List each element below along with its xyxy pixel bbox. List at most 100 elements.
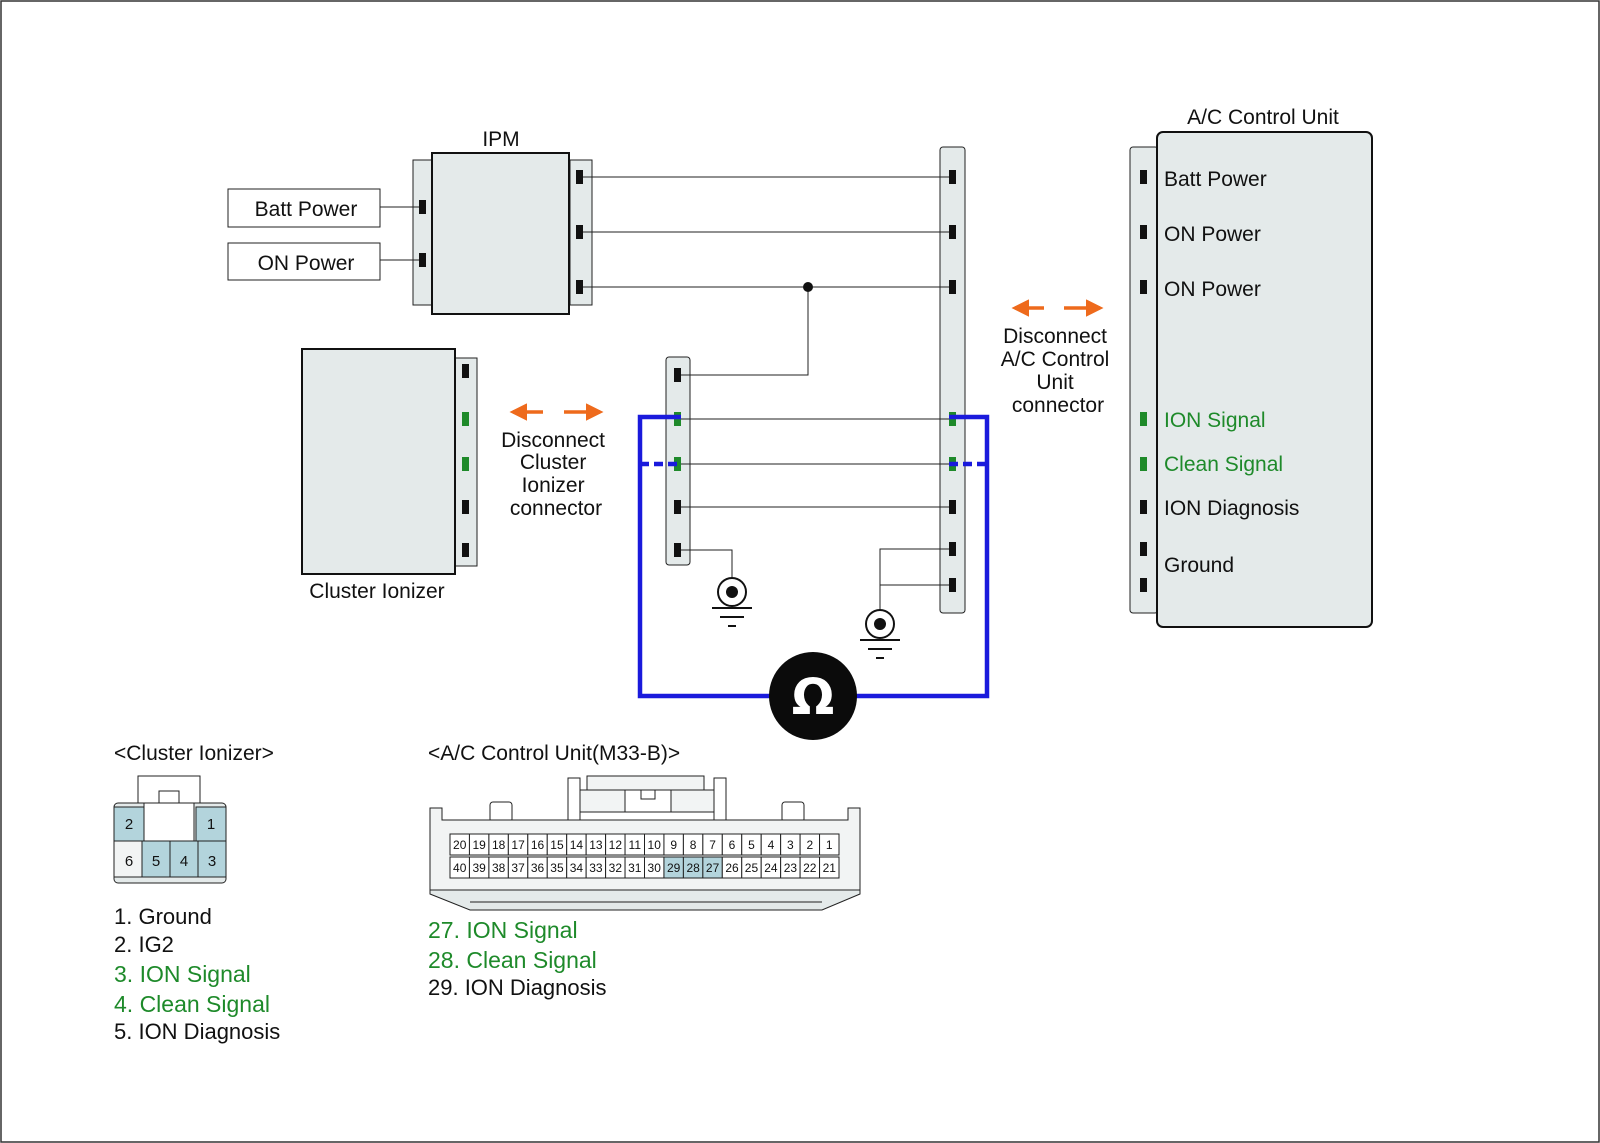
legend-item: 2. IG2 xyxy=(114,932,174,957)
ground-symbol xyxy=(712,577,752,627)
ipm-pin xyxy=(419,253,426,267)
ipm-pin xyxy=(576,280,583,294)
acu-connector-pin-number: 38 xyxy=(492,861,506,875)
cluster-pin xyxy=(462,543,469,557)
ipm-pin xyxy=(576,225,583,239)
acu-connector-title: <A/C Control Unit(M33-B)> xyxy=(428,742,680,765)
acu-connector-pin-number: 3 xyxy=(787,838,794,852)
acu-connector-pin-number: 29 xyxy=(667,861,681,875)
ground-symbol xyxy=(860,609,900,659)
acu-connector-pin-number: 35 xyxy=(550,861,564,875)
acu-connector-pin-number: 5 xyxy=(748,838,755,852)
ohm-symbol: Ω xyxy=(792,668,835,726)
cluster-connector-title: <Cluster Ionizer> xyxy=(114,742,274,765)
cluster-pin xyxy=(462,364,469,378)
acu-connector-pin-number: 26 xyxy=(725,861,739,875)
wires xyxy=(583,176,949,610)
acu-connector-pin-number: 24 xyxy=(764,861,778,875)
disconnect-cluster-indicator: Disconnect Cluster Ionizer connector xyxy=(501,403,611,520)
acu-connector-pin-number: 12 xyxy=(609,838,623,852)
cluster-pin xyxy=(462,412,469,426)
acu-pin-label: ION Diagnosis xyxy=(1164,497,1299,520)
cluster-pin-number: 2 xyxy=(125,816,133,833)
cluster-pin-number: 1 xyxy=(207,816,215,833)
batt-power-box: Batt Power xyxy=(227,188,419,228)
acu-connector-pin-number: 34 xyxy=(570,861,584,875)
acu-connector-pin-number: 11 xyxy=(629,838,642,852)
harness-pin xyxy=(949,542,956,556)
acu-pin-label: Ground xyxy=(1164,554,1234,577)
cluster-ionizer-label: Cluster Ionizer xyxy=(309,580,444,603)
ohmmeter: Ω xyxy=(769,652,857,740)
acu-pin-legend: 27. ION Signal 28. Clean Signal 29. ION … xyxy=(428,917,607,1000)
disconnect-cluster-line: connector xyxy=(510,497,602,520)
cluster-pin xyxy=(462,457,469,471)
acu-connector-pin-number: 31 xyxy=(628,861,642,875)
acu-connector-pin-number: 1 xyxy=(826,838,833,852)
acu-connector-pin-number: 14 xyxy=(570,838,584,852)
acu-connector-pin-number: 39 xyxy=(473,861,487,875)
legend-item: 29. ION Diagnosis xyxy=(428,975,607,1000)
legend-item: 1. Ground xyxy=(114,904,212,929)
acu-connector-pin-number: 30 xyxy=(648,861,662,875)
cluster-pin-number: 5 xyxy=(152,853,160,870)
cluster-pin-number: 6 xyxy=(125,853,133,870)
harness-pin xyxy=(674,457,681,471)
acu-connector-pin-number: 10 xyxy=(648,838,662,852)
disconnect-acu-line: connector xyxy=(1012,394,1104,417)
acu-pin xyxy=(1140,578,1147,592)
acu-pin xyxy=(1140,457,1147,471)
ipm-label: IPM xyxy=(482,128,519,151)
harness-pin xyxy=(949,170,956,184)
cluster-pin-number: 4 xyxy=(180,853,188,870)
cluster-connector-face: <Cluster Ionizer> 2 1 6 5 4 3 xyxy=(113,742,274,884)
acu-connector-pin-number: 18 xyxy=(492,838,506,852)
acu-connector-pin-number: 13 xyxy=(589,838,603,852)
disconnect-cluster-line: Ionizer xyxy=(522,474,585,497)
harness-pin xyxy=(949,225,956,239)
acu-connector-pin-number: 23 xyxy=(784,861,798,875)
disconnect-acu-label: Disconnect A/C Control Unit connector xyxy=(1001,325,1115,417)
harness-pin xyxy=(674,368,681,382)
acu-connector-pin-number: 19 xyxy=(473,838,487,852)
cluster-ionizer-module: Cluster Ionizer xyxy=(301,348,478,603)
disconnect-cluster-line: Disconnect xyxy=(501,429,605,452)
ipm-pin xyxy=(576,170,583,184)
batt-power-label: Batt Power xyxy=(255,198,358,221)
disconnect-acu-indicator: Disconnect A/C Control Unit connector xyxy=(1001,299,1115,417)
splice-junction xyxy=(803,282,813,292)
acu-pin-label: ON Power xyxy=(1164,278,1261,301)
harness-pin xyxy=(949,280,956,294)
acu-connector-pin-number: 22 xyxy=(803,861,817,875)
legend-item: 3. ION Signal xyxy=(114,961,251,987)
acu-pin xyxy=(1140,542,1147,556)
acu-connector-pin-number: 40 xyxy=(453,861,467,875)
cluster-harness-connector xyxy=(665,356,691,566)
harness-pin xyxy=(949,500,956,514)
acu-pin xyxy=(1140,412,1147,426)
acu-connector-pin-number: 6 xyxy=(729,838,736,852)
acu-connector-pin-number: 32 xyxy=(609,861,623,875)
disconnect-cluster-label: Disconnect Cluster Ionizer connector xyxy=(501,429,611,520)
harness-pin xyxy=(949,578,956,592)
acu-connector-pin-number: 33 xyxy=(589,861,603,875)
legend-item: 27. ION Signal xyxy=(428,917,578,943)
acu-connector-pin-number: 21 xyxy=(823,861,837,875)
acu-connector-pin-number: 27 xyxy=(706,861,720,875)
legend-item: 4. Clean Signal xyxy=(114,991,270,1017)
cluster-pin xyxy=(462,500,469,514)
acu-connector-pin-number: 8 xyxy=(690,838,697,852)
acu-harness-connector xyxy=(939,146,966,614)
ohmmeter-leads xyxy=(637,414,990,699)
acu-connector-pin-number: 2 xyxy=(806,838,813,852)
acu-connector-pin-number: 16 xyxy=(531,838,545,852)
disconnect-acu-line: Unit xyxy=(1036,371,1074,394)
acu-pin xyxy=(1140,280,1147,294)
acu-connector-pin-number: 36 xyxy=(531,861,545,875)
acu-pin xyxy=(1140,225,1147,239)
on-power-box: ON Power xyxy=(227,242,419,281)
